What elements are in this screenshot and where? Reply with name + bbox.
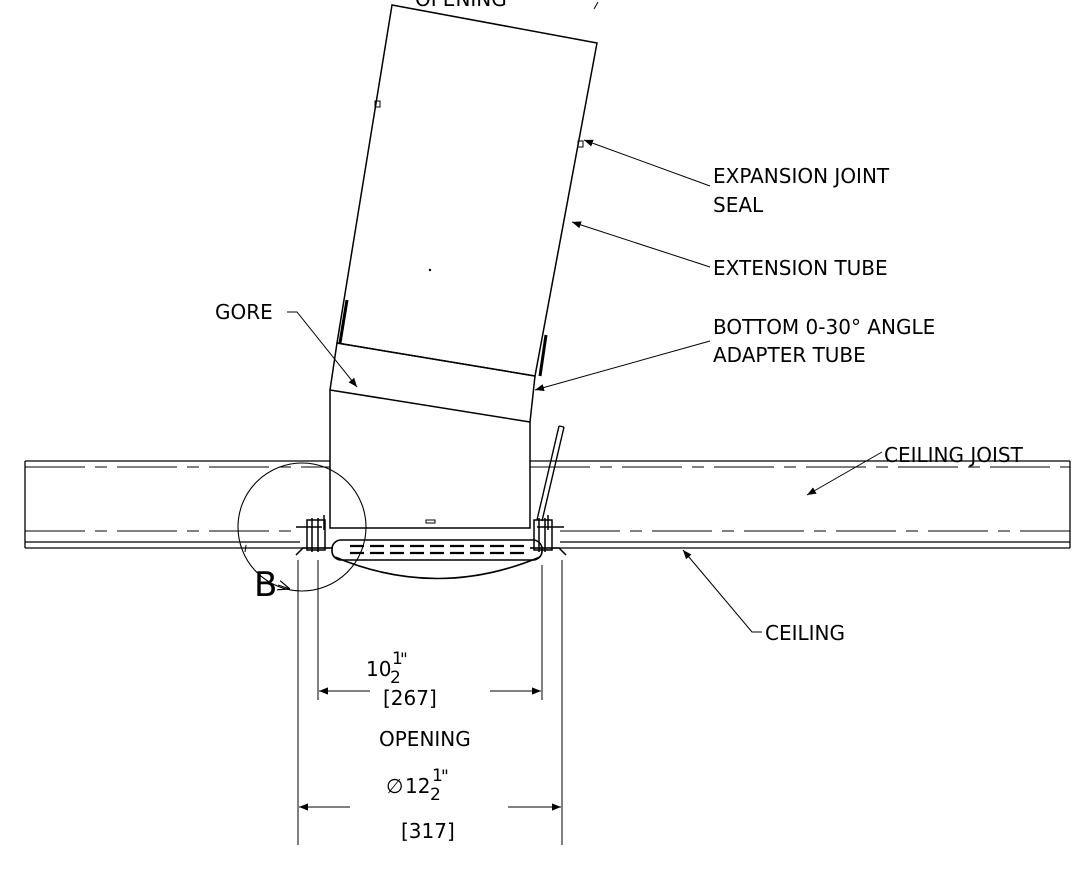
- label-gore: GORE: [215, 300, 273, 324]
- label-opening-top: OPENING: [415, 0, 507, 11]
- diameter-dim-metric: [317]: [401, 819, 455, 843]
- opening-dim-num: 1: [392, 649, 403, 669]
- leader-extension-tube: [571, 221, 711, 268]
- leader-adapter-tube: [534, 340, 711, 392]
- leader-lines: [287, 1, 883, 633]
- opening-dim-metric: [267]: [383, 686, 437, 710]
- label-adapter-line-1: BOTTOM 0-30° ANGLE: [713, 315, 935, 339]
- detail-b-label: B: [254, 565, 277, 605]
- detail-b-circle: [237, 462, 367, 592]
- extension-tube: [336, 4, 598, 377]
- leader-ceiling: [682, 549, 762, 633]
- center-point: [428, 268, 432, 272]
- label-ceiling-joist: CEILING JOIST: [884, 443, 1024, 467]
- label-adapter-line-2: ADAPTER TUBE: [713, 343, 866, 367]
- leader-gore: [287, 311, 358, 388]
- diameter-dim-num: 1: [432, 766, 443, 786]
- damper-blade: [536, 425, 565, 522]
- adapter-tube: [329, 342, 536, 529]
- label-ceiling: CEILING: [765, 621, 845, 645]
- opening-dim-whole: 10: [366, 657, 391, 681]
- opening-dim-den: 2: [390, 668, 401, 688]
- leader-ceiling-joist: [806, 451, 883, 496]
- opening-dim-unit: ": [400, 650, 408, 670]
- diameter-dimension: [297, 560, 563, 845]
- diameter-dim-whole: 12: [405, 774, 430, 798]
- mounting-clip-right: [530, 515, 567, 556]
- opening-dimension: [317, 560, 543, 700]
- mounting-clip-left: [295, 515, 333, 556]
- diameter-dim-symbol: ∅: [386, 774, 403, 798]
- grille: [331, 539, 543, 580]
- leader-expansion-joint-seal: [583, 139, 711, 187]
- label-expansion-joint-seal-2: SEAL: [713, 193, 764, 217]
- label-extension-tube: EXTENSION TUBE: [713, 256, 888, 280]
- opening-dim-label: OPENING: [379, 727, 471, 751]
- label-expansion-joint-seal-1: EXPANSION JOINT: [713, 164, 890, 188]
- diameter-dim-unit: ": [441, 767, 449, 787]
- diameter-dim-den: 2: [430, 785, 441, 805]
- ceiling-joist: [24, 460, 1071, 549]
